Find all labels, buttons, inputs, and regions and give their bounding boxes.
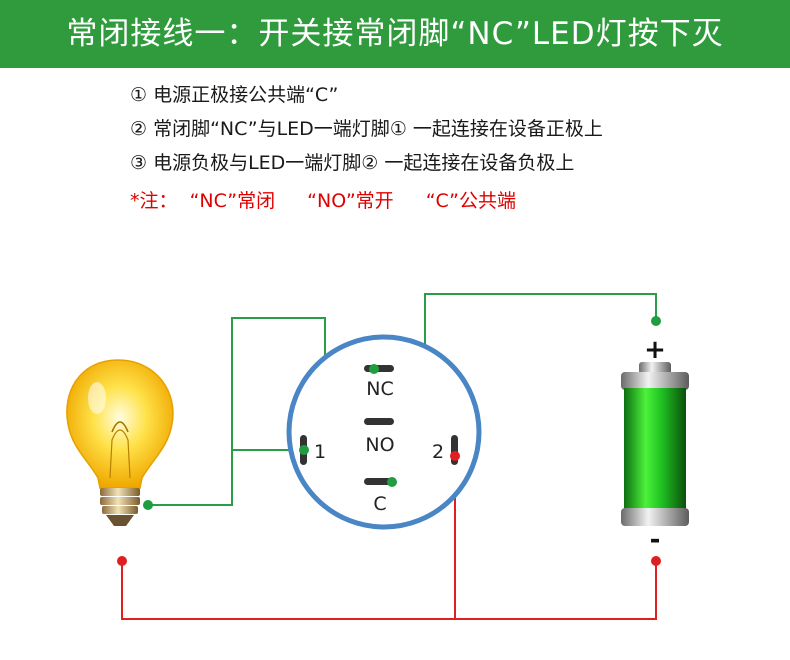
light-bulb-icon	[66, 359, 174, 526]
pin-nc	[364, 365, 394, 372]
dot-c	[387, 477, 397, 487]
label-c: C	[373, 493, 386, 515]
green-junction-dots	[143, 316, 661, 510]
legend-c: “C”公共端	[425, 190, 517, 212]
dot-nc	[369, 364, 379, 374]
wire-bulb-to-pin1	[148, 449, 304, 506]
note-prefix: *注：	[130, 190, 178, 212]
legend-no: “NO”常开	[307, 190, 394, 212]
battery-icon	[621, 362, 689, 526]
dot-bulb-negative	[117, 556, 127, 566]
dot-bulb	[143, 500, 153, 510]
note-line-3: ③ 电源负极与LED一端灯脚② 一起连接在设备负极上	[130, 152, 575, 174]
dot-battery-negative	[651, 556, 661, 566]
label-led-1: 1	[314, 441, 326, 463]
pin-no	[364, 418, 394, 425]
legend-note: *注： “NC”常闭 “NO”常开 “C”公共端	[130, 186, 542, 216]
switch-ring	[286, 334, 482, 530]
wiring-notes: ① 电源正极接公共端“C” ② 常闭脚“NC”与LED一端灯脚① 一起连接在设备…	[130, 78, 603, 180]
battery-positive-label: +	[644, 335, 666, 365]
battery-negative-label: -	[650, 525, 661, 555]
label-led-2: 2	[432, 441, 444, 463]
note-line-1: ① 电源正极接公共端“C”	[130, 84, 339, 106]
legend-nc: “NC”常闭	[189, 190, 276, 212]
label-no: NO	[365, 434, 394, 456]
dot-pin1	[299, 445, 309, 455]
wire-negative-loop	[121, 561, 657, 620]
page-title: 常闭接线一：开关接常闭脚“NC”LED灯按下灭	[66, 16, 724, 52]
pin-c	[364, 478, 394, 485]
note-line-2: ② 常闭脚“NC”与LED一端灯脚① 一起连接在设备正极上	[130, 118, 603, 140]
red-junction-dots	[117, 451, 661, 566]
dot-battery-positive	[651, 316, 661, 326]
dot-pin2	[450, 451, 460, 461]
label-nc: NC	[366, 378, 393, 400]
header-banner: 常闭接线一：开关接常闭脚“NC”LED灯按下灭	[0, 0, 790, 68]
